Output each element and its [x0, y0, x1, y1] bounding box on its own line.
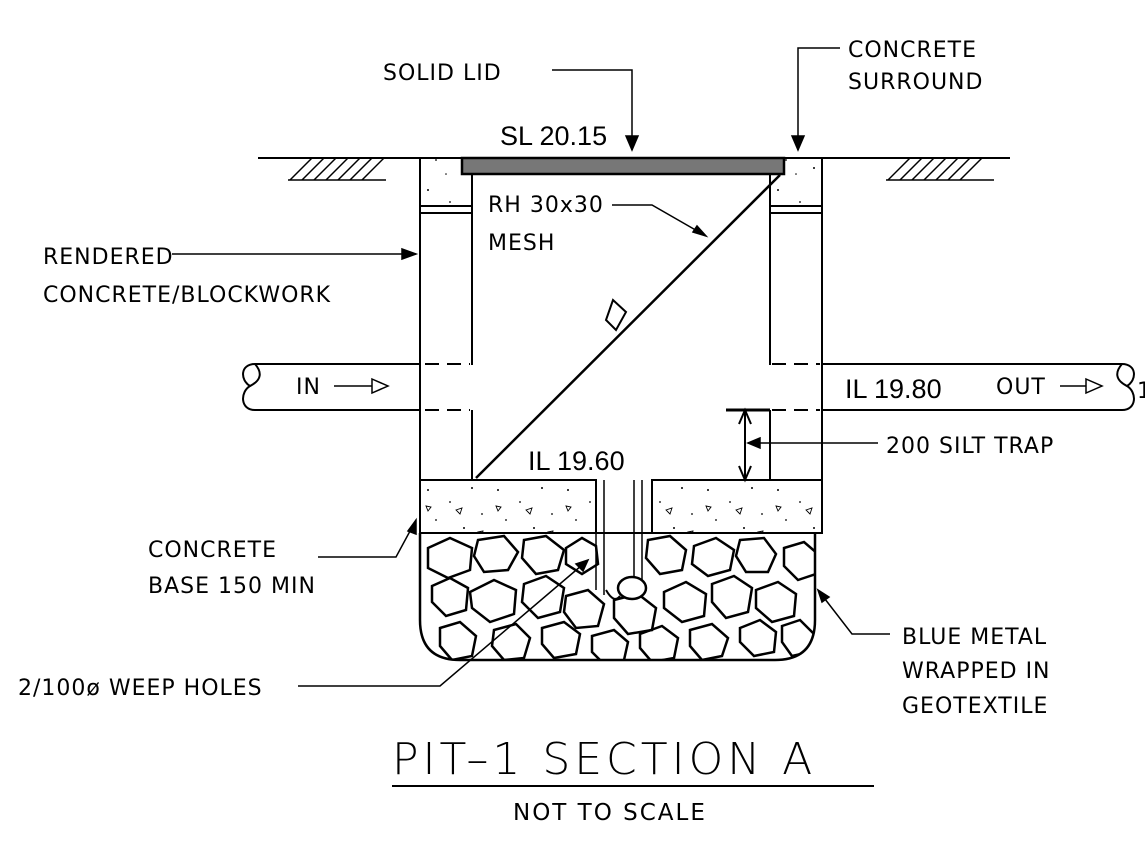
weep-holes-label: 2/100ø WEEP HOLES	[18, 676, 263, 701]
concrete-base-label-line1: CONCRETE	[148, 538, 277, 563]
mesh-screen	[475, 174, 781, 479]
blue-metal-label-line2: WRAPPED IN	[902, 659, 1051, 684]
pipe-in-label: IN	[296, 375, 321, 400]
mesh-label-line2: MESH	[488, 231, 555, 256]
blue-metal-label-line1: BLUE METAL	[902, 625, 1047, 650]
leader-lines	[172, 47, 890, 687]
inlet-pipe	[242, 363, 470, 411]
invert-level-in: IL 19.60	[528, 446, 625, 476]
pipe-out-partial-label: 1	[1137, 379, 1145, 404]
solid-lid-label: SOLID LID	[383, 61, 502, 86]
pit-walls	[419, 206, 823, 480]
blue-metal-gravel	[418, 533, 817, 662]
surface-level-label: SL 20.15	[500, 121, 607, 151]
rendered-label-line2: CONCRETE/BLOCKWORK	[43, 283, 331, 308]
solid-lid	[460, 156, 786, 176]
silt-trap-dimension	[738, 407, 752, 483]
earth-hatch-right	[886, 157, 994, 181]
concrete-base	[419, 479, 823, 534]
flow-arrow-in-icon	[334, 377, 390, 395]
rendered-label-line1: RENDERED	[43, 245, 174, 270]
drawing-title: PIT–1 SECTION A	[392, 734, 816, 785]
weep-holes	[595, 480, 643, 595]
concrete-surround-label-line2: SURROUND	[848, 70, 983, 95]
earth-hatch-left	[288, 157, 386, 181]
flow-arrow-out-icon	[1060, 377, 1104, 395]
mesh-label-line1: RH 30x30	[488, 193, 604, 218]
concrete-base-label-line2: BASE 150 MIN	[148, 574, 316, 599]
blue-metal-label-line3: GEOTEXTILE	[902, 694, 1048, 719]
drawing-subtitle: NOT TO SCALE	[513, 800, 707, 826]
concrete-surround-label-line1: CONCRETE	[848, 38, 977, 63]
pipe-out-label: OUT	[996, 375, 1046, 400]
outlet-pipe	[772, 363, 1135, 411]
invert-level-out: IL 19.80	[845, 374, 942, 404]
silt-trap-label: 200 SILT TRAP	[886, 434, 1054, 459]
